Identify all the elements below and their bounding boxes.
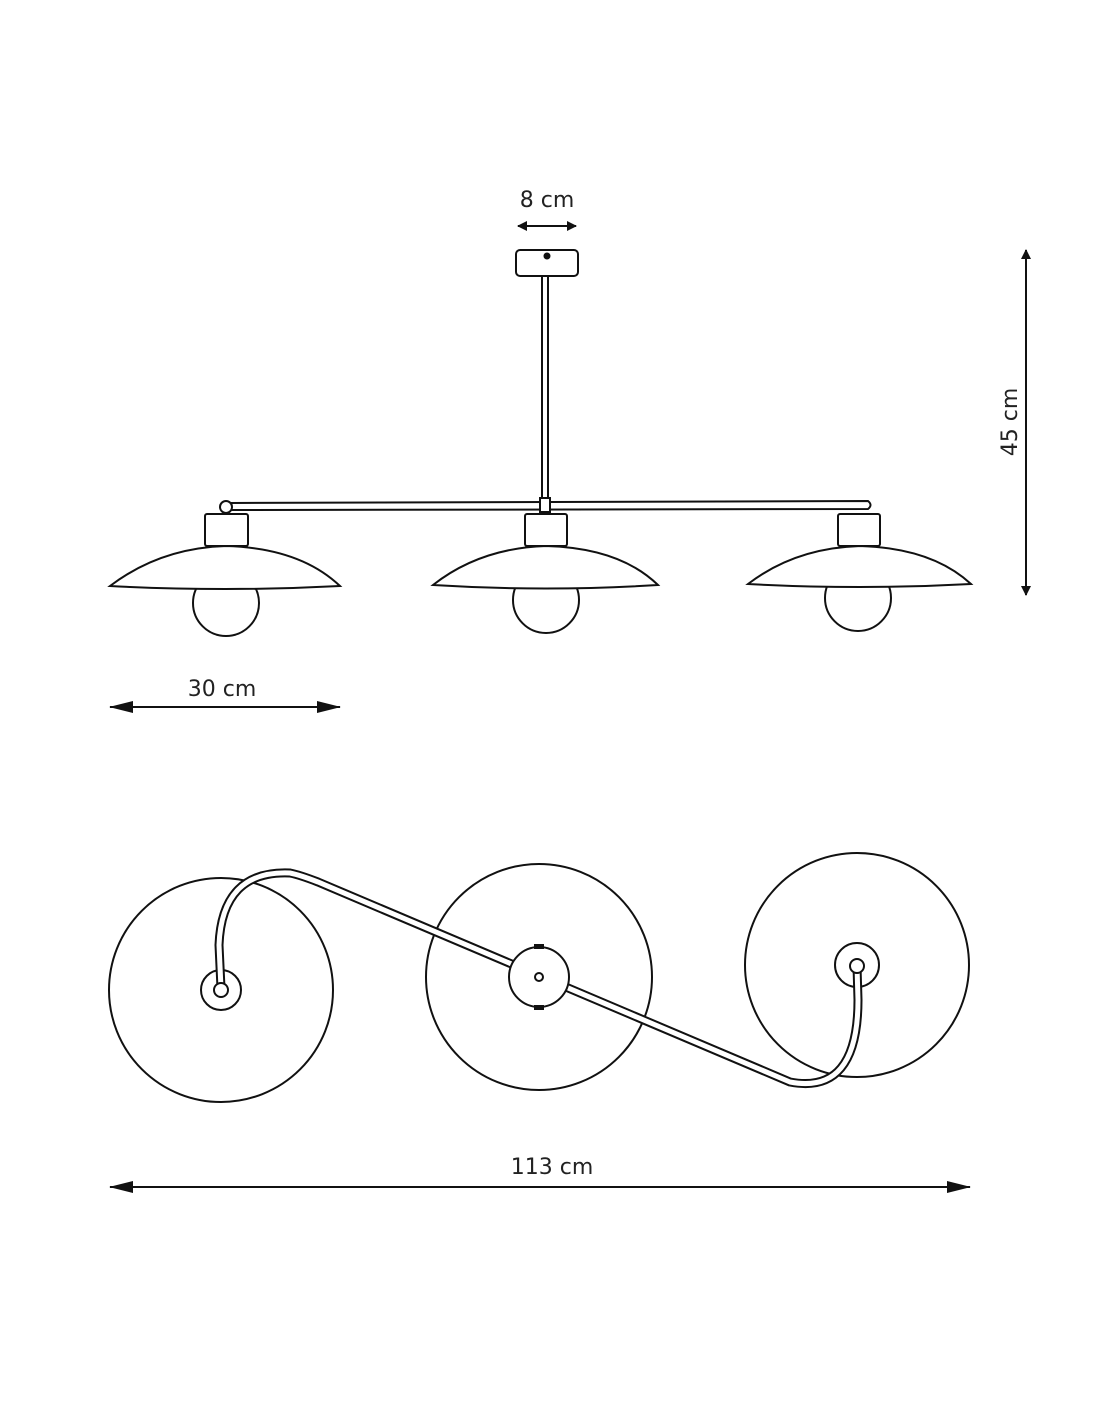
shade-diameter-label: 30 cm bbox=[188, 677, 257, 702]
canopy-screw bbox=[543, 252, 551, 260]
lamp-left bbox=[107, 513, 343, 637]
shade bbox=[745, 544, 974, 588]
hub-middle-tab-top bbox=[534, 944, 544, 949]
lamp-right bbox=[745, 513, 974, 632]
hub-left-inner bbox=[213, 982, 229, 998]
arm-top-fill bbox=[216, 870, 861, 1086]
shade-left-top bbox=[108, 877, 334, 1103]
height-label: 45 cm bbox=[998, 388, 1023, 457]
lamp-middle bbox=[430, 513, 661, 634]
shade bbox=[430, 544, 661, 590]
top-view bbox=[108, 852, 970, 1103]
socket bbox=[837, 513, 881, 547]
suspension-rod bbox=[541, 275, 549, 501]
hub-right-inner bbox=[849, 958, 865, 974]
side-view bbox=[107, 249, 974, 637]
hub-middle-tab-bottom bbox=[534, 1005, 544, 1010]
arm-end-ball bbox=[219, 500, 233, 514]
socket bbox=[524, 513, 568, 547]
total-length-label: 113 cm bbox=[511, 1155, 594, 1180]
socket bbox=[204, 513, 249, 547]
shade-right-top bbox=[744, 852, 970, 1078]
arm-joint bbox=[539, 497, 551, 513]
shade-middle-top bbox=[425, 863, 653, 1091]
shade bbox=[107, 544, 343, 590]
dimension-lines bbox=[109, 221, 1031, 1193]
hub-middle bbox=[508, 946, 570, 1008]
canopy-width-label: 8 cm bbox=[520, 188, 575, 213]
hub-middle-hole bbox=[534, 972, 544, 982]
